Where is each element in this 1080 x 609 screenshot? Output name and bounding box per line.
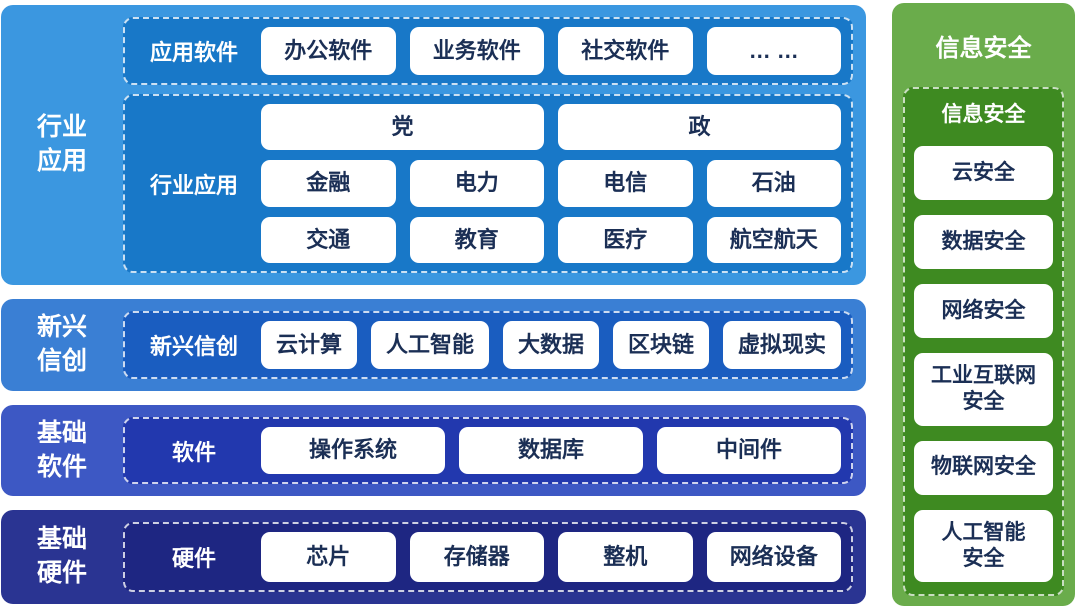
section-body: 应用软件 办公软件 业务软件 社交软件 … … 行业应用 党 政 金融 电力 <box>123 17 853 273</box>
item-transportation: 交通 <box>261 216 396 263</box>
section-body: 硬件 芯片 存储器 整机 网络设备 <box>123 522 853 592</box>
item-network-equipment: 网络设备 <box>706 532 841 582</box>
section-emerging-itc: 新兴 信创 新兴信创 云计算 人工智能 大数据 区块链 虚拟现实 <box>1 299 866 391</box>
item-cloud-computing: 云计算 <box>261 321 357 369</box>
security-title: 信息安全 <box>935 34 1032 62</box>
item-data-security: 数据安全 <box>914 215 1053 269</box>
panel-application-software: 应用软件 办公软件 业务软件 社交软件 … … <box>123 17 853 85</box>
section-label-basic-software: 基础 软件 <box>36 418 87 481</box>
panel-items: 云计算 人工智能 大数据 区块链 虚拟现实 <box>261 321 841 369</box>
item-ellipsis: … … <box>706 27 841 75</box>
main-stack: 行业 应用 应用软件 办公软件 业务软件 社交软件 … … 行业应用 党 政 <box>1 5 866 604</box>
item-iot-security: 物联网安全 <box>914 440 1053 495</box>
panel-label-industry-application: 行业应用 <box>149 172 238 198</box>
panel-label-application-software: 应用软件 <box>149 40 238 65</box>
panel-information-security: 信息安全 云安全 数据安全 网络安全 工业互联网 安全 物联网安全 人工智能 安… <box>903 87 1064 596</box>
section-label-emerging-itc: 新兴 信创 <box>36 313 87 375</box>
panel-items: 芯片 存储器 整机 网络设备 <box>261 532 841 582</box>
section-basic-software: 基础 软件 软件 操作系统 数据库 中间件 <box>1 405 866 496</box>
item-government: 政 <box>558 104 841 151</box>
panel-label-software: 软件 <box>171 439 216 465</box>
item-storage: 存储器 <box>409 532 544 582</box>
item-office-software: 办公软件 <box>261 27 396 75</box>
section-body: 软件 操作系统 数据库 中间件 <box>123 417 853 484</box>
item-social-software: 社交软件 <box>558 27 693 75</box>
section-information-security: 信息安全 信息安全 云安全 数据安全 网络安全 工业互联网 安全 物联网安全 人… <box>892 3 1075 606</box>
section-industry-application: 行业 应用 应用软件 办公软件 业务软件 社交软件 … … 行业应用 党 政 <box>1 5 866 285</box>
item-virtual-reality: 虚拟现实 <box>723 321 841 369</box>
panel-items: 办公软件 业务软件 社交软件 … … <box>261 27 841 75</box>
panel-label-hardware: 硬件 <box>171 546 216 571</box>
item-operating-system: 操作系统 <box>261 427 445 474</box>
item-industrial-internet-security: 工业互联网 安全 <box>914 353 1053 426</box>
section-basic-hardware: 基础 硬件 硬件 芯片 存储器 整机 网络设备 <box>1 510 866 604</box>
item-artificial-intelligence: 人工智能 <box>371 321 489 369</box>
item-cloud-security: 云安全 <box>914 146 1053 200</box>
panel-label-information-security: 信息安全 <box>941 103 1026 126</box>
item-healthcare: 医疗 <box>558 216 693 263</box>
item-petroleum: 石油 <box>706 160 841 207</box>
item-big-data: 大数据 <box>503 321 599 369</box>
panel-items-grid: 党 政 金融 电力 电信 石油 交通 教育 医疗 航空航天 <box>261 104 841 263</box>
item-complete-machine: 整机 <box>558 532 693 582</box>
item-aerospace: 航空航天 <box>706 216 841 263</box>
item-party: 党 <box>261 104 544 151</box>
section-label-basic-hardware: 基础 硬件 <box>36 525 87 587</box>
panel-software: 软件 操作系统 数据库 中间件 <box>123 417 853 484</box>
item-blockchain: 区块链 <box>613 321 709 369</box>
item-electric-power: 电力 <box>409 160 544 207</box>
item-database: 数据库 <box>459 427 643 474</box>
item-finance: 金融 <box>261 160 396 207</box>
panel-hardware: 硬件 芯片 存储器 整机 网络设备 <box>123 522 853 592</box>
item-ai-security: 人工智能 安全 <box>914 509 1053 582</box>
panel-label-emerging-itc: 新兴信创 <box>149 334 238 359</box>
section-body: 新兴信创 云计算 人工智能 大数据 区块链 虚拟现实 <box>123 311 853 379</box>
item-telecom: 电信 <box>558 160 693 207</box>
item-network-security: 网络安全 <box>914 284 1053 338</box>
item-middleware: 中间件 <box>657 427 841 474</box>
item-business-software: 业务软件 <box>409 27 544 75</box>
item-chip: 芯片 <box>261 532 396 582</box>
panel-industry-application: 行业应用 党 政 金融 电力 电信 石油 交通 教育 医疗 航空航天 <box>123 94 853 273</box>
panel-emerging-itc: 新兴信创 云计算 人工智能 大数据 区块链 虚拟现实 <box>123 311 853 379</box>
section-label-industry-application: 行业 应用 <box>36 113 87 175</box>
item-education: 教育 <box>409 216 544 263</box>
panel-items: 操作系统 数据库 中间件 <box>261 427 841 474</box>
